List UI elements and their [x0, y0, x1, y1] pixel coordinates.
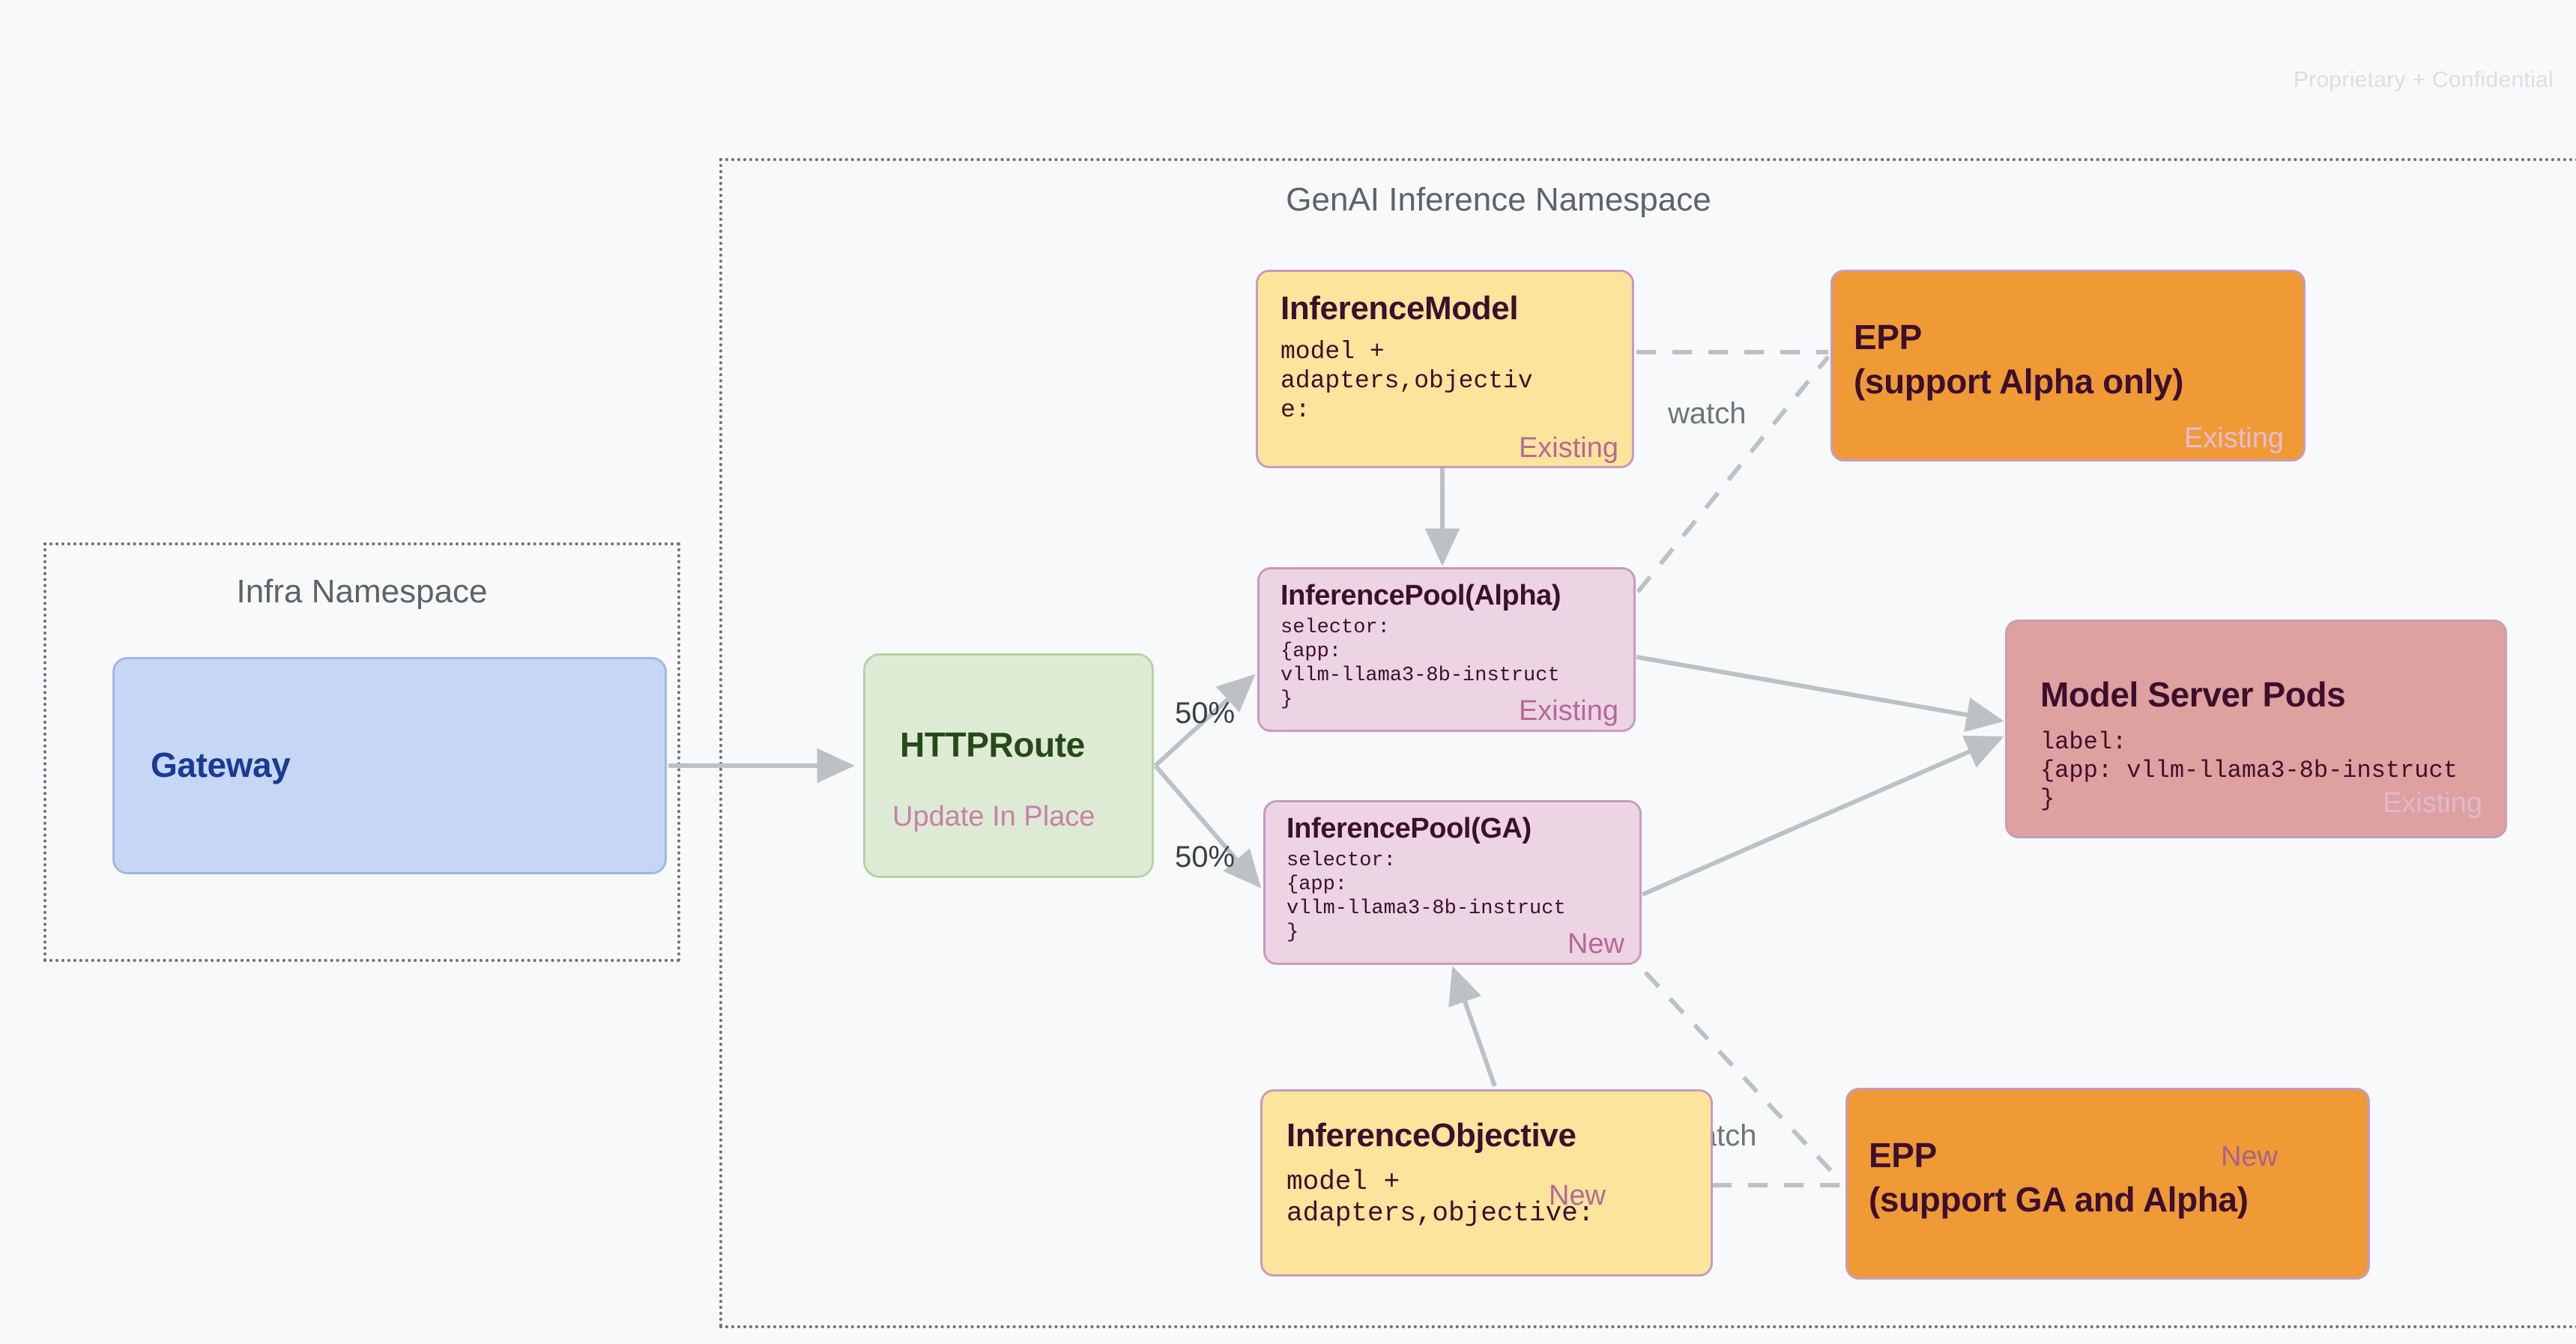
inference-model-title: InferenceModel — [1281, 290, 1519, 327]
httproute-node[interactable]: HTTPRoute Update In Place — [863, 653, 1154, 878]
inference-pool-alpha-body: selector: {app: vllm-llama3-8b-instruct … — [1281, 617, 1560, 711]
epp-alpha-title: EPP (support Alpha only) — [1854, 318, 2184, 401]
epp-ga-node[interactable]: EPP (support GA and Alpha) New — [1845, 1088, 2370, 1280]
model-server-pods-status-badge: Existing — [2382, 787, 2482, 819]
inference-pool-ga-status-badge: New — [1567, 928, 1624, 960]
epp-alpha-node[interactable]: EPP (support Alpha only) Existing — [1830, 270, 2306, 461]
inference-pool-alpha-title: InferencePool(Alpha) — [1281, 580, 1561, 611]
epp-alpha-status-badge: Existing — [2183, 423, 2284, 454]
httproute-title: HTTPRoute — [900, 725, 1085, 764]
edge-label-split-bottom: 50% — [1175, 841, 1236, 874]
genai-namespace-title: GenAI Inference Namespace — [1286, 181, 1711, 218]
model-server-pods-body: label: {app: vllm-llama3-8b-instruct } — [2040, 728, 2458, 813]
epp-ga-status-badge: New — [2220, 1141, 2278, 1172]
genai-namespace-container — [719, 158, 2576, 1328]
inference-objective-status-badge: New — [1549, 1180, 1606, 1211]
inference-pool-ga-title: InferencePool(GA) — [1287, 813, 1532, 844]
infra-namespace-title: Infra Namespace — [236, 573, 488, 610]
inference-pool-alpha-node[interactable]: InferencePool(Alpha) selector: {app: vll… — [1257, 567, 1636, 732]
inference-model-node[interactable]: InferenceModel model + adapters,objectiv… — [1256, 270, 1634, 468]
inference-pool-ga-node[interactable]: InferencePool(GA) selector: {app: vllm-l… — [1263, 800, 1642, 965]
inference-objective-title: InferenceObjective — [1287, 1117, 1576, 1154]
inference-model-status-badge: Existing — [1518, 432, 1618, 464]
inference-pool-alpha-status-badge: Existing — [1518, 695, 1618, 727]
inference-objective-node[interactable]: InferenceObjective model + adapters,obje… — [1260, 1089, 1713, 1277]
confidential-note: Proprietary + Confidential — [2293, 67, 2554, 92]
inference-objective-body: model + adapters,objective: — [1287, 1166, 1594, 1229]
edge-label-watch-top: watch — [1668, 397, 1747, 430]
gateway-title: Gateway — [151, 745, 291, 784]
model-server-pods-node[interactable]: Model Server Pods label: {app: vllm-llam… — [2005, 620, 2507, 838]
httproute-subtitle: Update In Place — [892, 801, 1095, 832]
model-server-pods-title: Model Server Pods — [2040, 675, 2346, 714]
infra-namespace-container — [43, 542, 680, 962]
inference-model-body: model + adapters,objectiv e: — [1281, 338, 1533, 424]
epp-ga-title: EPP (support GA and Alpha) — [1869, 1136, 2249, 1219]
gateway-node[interactable]: Gateway — [112, 657, 667, 874]
edge-label-split-top: 50% — [1175, 697, 1236, 730]
inference-pool-ga-body: selector: {app: vllm-llama3-8b-instruct … — [1287, 850, 1566, 944]
